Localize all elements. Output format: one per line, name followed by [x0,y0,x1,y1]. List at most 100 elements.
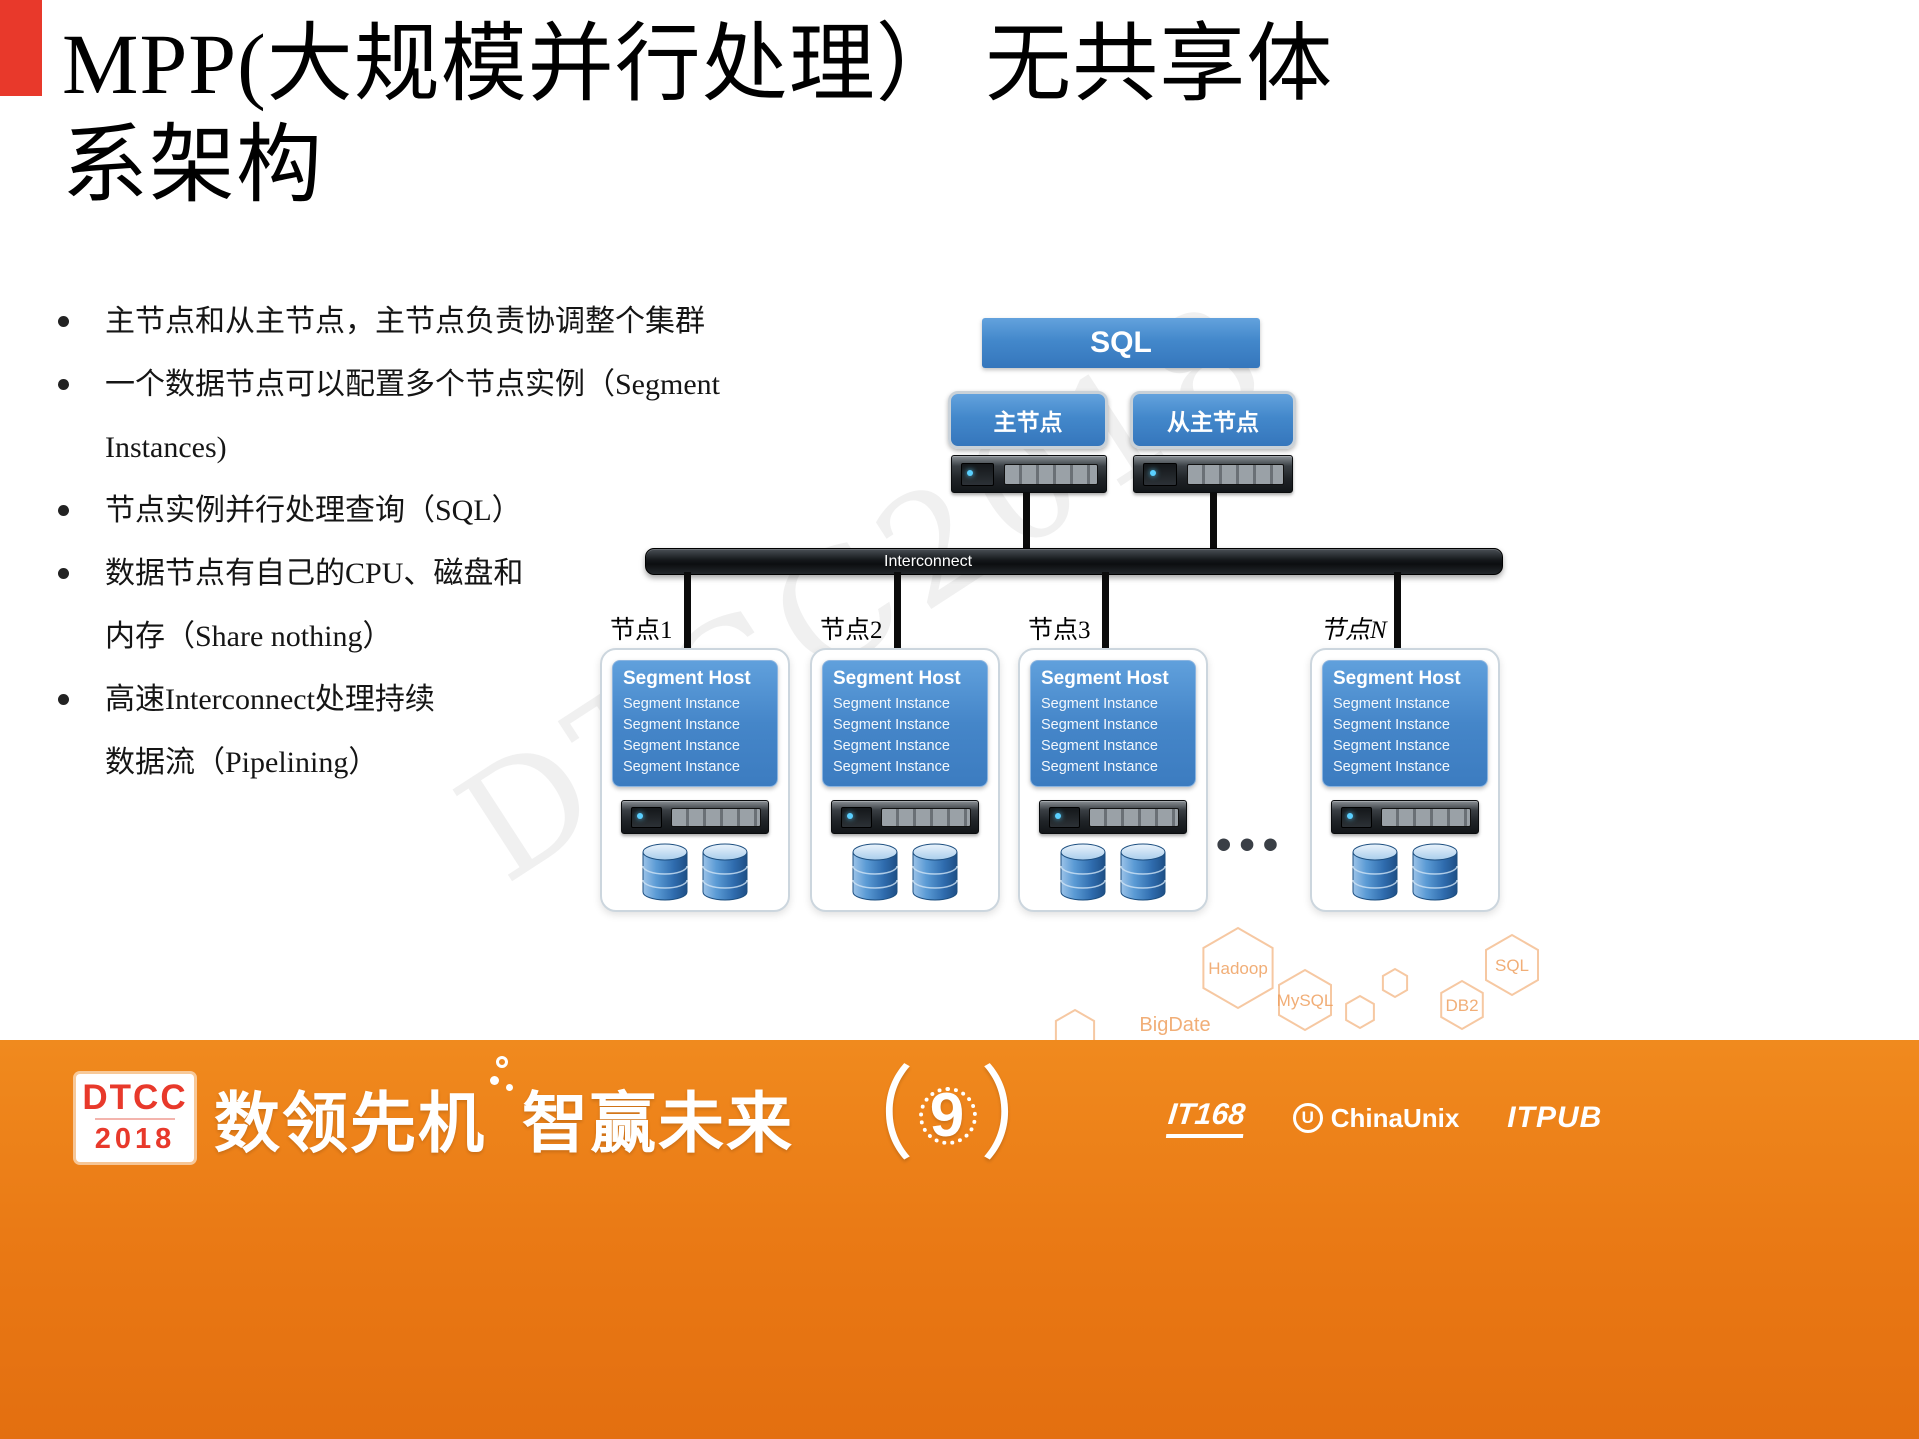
database-icon [702,843,748,901]
server-led-icon [636,813,643,820]
title-line-2: 系架构 [62,117,323,214]
segment-host-title: Segment Host [1333,668,1461,689]
segment-host-title: Segment Host [1041,668,1169,689]
node-label: 节点N [1320,617,1387,644]
partner-it168-logo: IT168 [1165,1098,1247,1138]
standby-master-label: 从主节点 [1167,409,1259,435]
database-icon [1060,843,1106,901]
database-icon [1120,843,1166,901]
hexagon-word: MySQL [1277,991,1334,1010]
database-pair [602,843,788,901]
bullet-item: 节点实例并行处理查询（SQL） [46,479,866,542]
node-connector-line [894,572,901,650]
database-icon [1412,843,1458,901]
hexagon-word: SQL [1495,956,1529,975]
segment-instance-label: Segment Instance [1041,696,1158,712]
segment-server-icon [1331,800,1479,834]
database-pair [1312,843,1498,901]
master-node-label: 主节点 [993,409,1063,435]
dtcc-logo: DTCC 2018 [76,1074,194,1162]
bullet-text-line: 高速Interconnect处理持续 [105,683,435,716]
segment-instance-label: Segment Instance [1333,696,1450,712]
bullet-text-line: 节点实例并行处理查询（SQL） [105,494,522,527]
bullet-list: 主节点和从主节点，主节点负责协调整个集群一个数据节点可以配置多个节点实例（Seg… [46,290,866,794]
node-label: 节点1 [610,617,673,644]
hexagon-outline [1381,967,1409,999]
segment-instance-label: Segment Instance [1333,717,1450,733]
partner-logo-text: ChinaUnix [1330,1102,1460,1133]
hexagon-outline [1345,994,1375,1030]
bullet-text-line: 主节点和从主节点，主节点负责协调整个集群 [105,305,705,338]
segment-instance-label: Segment Instance [623,717,740,733]
master-server-icon [951,455,1107,493]
segment-server-icon [1039,800,1187,834]
hexagon-outline [1485,933,1539,997]
server-led-icon [846,813,853,820]
slogan-dots-icon [486,1056,522,1130]
anniversary-mark: （ 9 ） [822,1059,1075,1173]
bullet-dot [58,568,69,579]
footer-slogan: 数领先机 智赢未来 （ 9 ） [214,1056,1075,1173]
master-connector-line [1023,493,1030,550]
standby-master-box: 从主节点 [1130,391,1296,449]
hexagon-word: BigDate [1139,1014,1210,1036]
bullet-dot [58,694,69,705]
segment-instance-label: Segment Instance [1041,738,1158,754]
bullet-item: 主节点和从主节点，主节点负责协调整个集群 [46,290,866,353]
bullet-item: 数据节点有自己的CPU、磁盘和内存（Share nothing） [46,542,866,668]
database-icon [642,843,688,901]
server-led-icon [1054,813,1061,820]
database-icon [852,843,898,901]
hexagon-outline [1440,979,1484,1031]
node-connector-line [684,572,691,650]
segment-instance-label: Segment Instance [1041,759,1158,775]
segment-server-icon [621,800,769,834]
bullet-dot [58,316,69,327]
segment-instance-label: Segment Instance [833,738,950,754]
dtcc-logo-text: DTCC [82,1077,188,1117]
interconnect-bar: Interconnect [645,548,1503,575]
segment-instance-label: Segment Instance [623,759,740,775]
bullet-text-line: Instances) [105,431,227,464]
bullet-text: 高速Interconnect处理持续数据流（Pipelining） [105,668,435,794]
chinaunix-circle-u-icon: U [1292,1103,1323,1133]
segment-instance-label: Segment Instance [623,696,740,712]
segment-instance-label: Segment Instance [1333,738,1450,754]
bullet-text: 数据节点有自己的CPU、磁盘和内存（Share nothing） [105,542,523,668]
node-connector-line [1102,572,1109,650]
standby-connector-line [1210,493,1217,550]
node-connector-line [1394,572,1401,650]
bullet-dot [58,379,69,390]
sql-box: SQL [982,318,1260,368]
segment-instance-label: Segment Instance [833,717,950,733]
database-icon [1352,843,1398,901]
database-icon [912,843,958,901]
hexagon-word: DB2 [1445,996,1478,1015]
slogan-right: 智赢未来 [522,1086,794,1160]
sql-label: SQL [1090,326,1152,359]
database-pair [812,843,998,901]
more-nodes-ellipsis: ••• [1216,820,1287,869]
master-node-box: 主节点 [948,391,1108,449]
hexagon-outline [1202,926,1274,1010]
dtcc-logo-year: 2018 [94,1117,176,1157]
server-led-icon [1149,469,1156,476]
segment-host-title: Segment Host [833,668,961,689]
